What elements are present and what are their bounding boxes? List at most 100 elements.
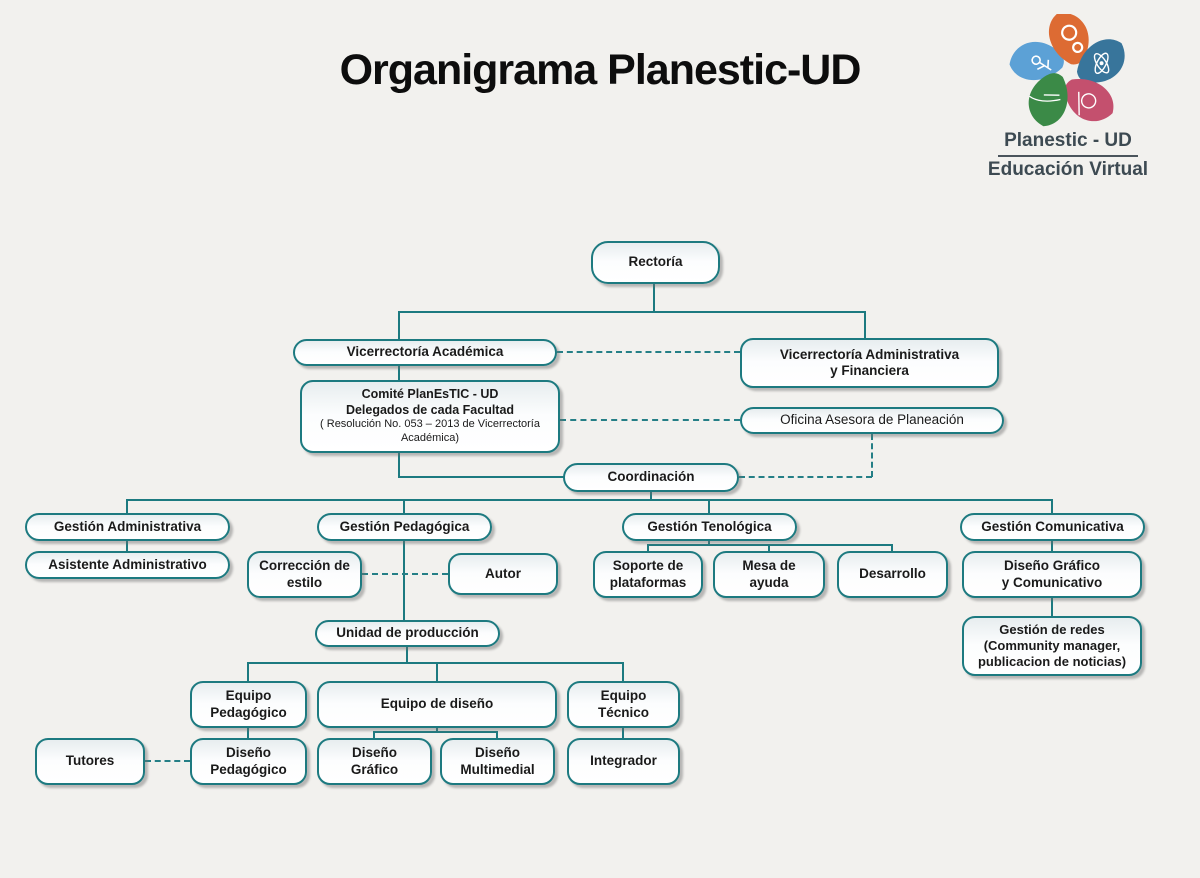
org-node-diseno-pedagogico: Diseño Pedagógico (190, 738, 307, 785)
dashed-coordinacion-oficina (739, 476, 872, 478)
org-node-gestion-comunicativa: Gestión Comunicativa (960, 513, 1145, 541)
node-label: Equipo Pedagógico (210, 688, 287, 720)
org-node-diseno-multimedial: Diseño Multimedial (440, 738, 555, 785)
dashed-comite-oficina (560, 419, 740, 421)
node-label: Vicerrectoría Administrativa y Financier… (779, 346, 960, 378)
node-label: Rectoría (628, 254, 683, 270)
org-node-gestion-redes: Gestión de redes (Community manager, pub… (962, 616, 1142, 676)
connector-drop-viceadmin (864, 311, 866, 339)
org-node-equipo-pedagogico: Equipo Pedagógico (190, 681, 307, 728)
org-node-diseno-grafico: Diseño Gráfico (317, 738, 432, 785)
org-node-desarrollo: Desarrollo (837, 551, 948, 598)
node-label: Soporte de plataformas (609, 558, 687, 590)
connector-drop-soporte (647, 544, 649, 552)
connector-eqdiseno-stem (436, 727, 438, 733)
logo-petal-gears (1049, 14, 1089, 65)
org-node-vicerrectoria-administrativa: Vicerrectoría Administrativa y Financier… (740, 338, 999, 388)
org-node-comite-planestic: Comité PlanEsTIC - UD Delegados de cada … (300, 380, 560, 453)
connector-drop-eqdiseno (436, 662, 438, 682)
connector-academica-comite (398, 365, 400, 381)
logo-petal-usb (1009, 41, 1064, 81)
connector-coordinacion-stem (650, 491, 652, 501)
org-node-equipo-diseno: Equipo de diseño (317, 681, 557, 728)
logo-petal-science (1028, 73, 1068, 127)
node-label: Autor (485, 565, 521, 581)
planestic-logo: Planestic - UD Educación Virtual (980, 14, 1156, 181)
connector-rectoria-span (398, 311, 866, 313)
connector-drop-gtenologica (708, 499, 710, 514)
connector-dgrafico-redes (1051, 597, 1053, 617)
page-title: Organigrama Planestic-UD (339, 46, 862, 94)
org-node-gestion-administrativa: Gestión Administrativa (25, 513, 230, 541)
org-node-gestion-tenologica: Gestión Tenológica (622, 513, 797, 541)
comite-subtitle: ( Resolución No. 053 – 2013 de Vicerrect… (320, 418, 540, 445)
connector-rectoria-stem (653, 283, 655, 312)
connector-equipos-span (247, 662, 624, 664)
logo-petal-atom (1076, 39, 1125, 83)
node-label: Corrección de estilo (259, 558, 350, 590)
connector-drop-gadministrativa (126, 499, 128, 514)
dashed-oficina-down (871, 434, 873, 477)
org-node-integrador: Integrador (567, 738, 680, 785)
node-label: Gestión Tenológica (647, 518, 772, 534)
connector-drop-gcomunicativa (1051, 499, 1053, 514)
connector-eqtec-integrador (622, 727, 624, 739)
node-label: Diseño Pedagógico (210, 745, 287, 777)
connector-drop-dgrafico (373, 731, 375, 739)
org-node-correccion-estilo: Corrección de estilo (247, 551, 362, 598)
node-label: Vicerrectoría Académica (346, 344, 504, 360)
logo-pinwheel-icon (1009, 14, 1125, 127)
logo-text-line2: Educación Virtual (987, 159, 1149, 180)
node-label-group: Comité PlanEsTIC - UD Delegados de cada … (320, 387, 540, 446)
node-label: Gestión Pedagógica (339, 518, 470, 534)
org-node-rectoria: Rectoría (591, 241, 720, 284)
connector-drop-eqtecnico (622, 662, 624, 682)
org-node-tutores: Tutores (35, 738, 145, 785)
node-label: Gestión Administrativa (53, 518, 202, 534)
connector-disenos-span (373, 731, 498, 733)
connector-drop-desarrollo (891, 544, 893, 552)
org-node-coordinacion: Coordinación (563, 463, 739, 492)
node-label: Unidad de producción (336, 625, 479, 641)
org-node-soporte-plataformas: Soporte de plataformas (593, 551, 703, 598)
dashed-academica-viceadmin (557, 351, 740, 353)
logo-text-line1: Planestic - UD (998, 130, 1138, 157)
node-label: Desarrollo (859, 566, 926, 582)
node-label: Integrador (590, 753, 657, 769)
dashed-correccion-autor (362, 573, 448, 575)
connector-gcom-dgrafico (1051, 540, 1053, 552)
org-node-autor: Autor (448, 553, 558, 595)
node-label: Diseño Multimedial (460, 745, 535, 777)
org-node-diseno-grafico-comunicativo: Diseño Gráfico y Comunicativo (962, 551, 1142, 598)
connector-drop-mesa (768, 544, 770, 552)
org-node-equipo-tecnico: Equipo Técnico (567, 681, 680, 728)
node-label: Gestión de redes (Community manager, pub… (977, 622, 1127, 669)
org-node-oficina-asesora: Oficina Asesora de Planeación (740, 407, 1004, 434)
connector-gped-unidad (403, 540, 405, 621)
connector-gestiones-span (126, 499, 1053, 501)
node-label: Diseño Gráfico (350, 745, 399, 777)
connector-drop-academica (398, 311, 400, 340)
connector-gadmin-asistente (126, 540, 128, 552)
org-node-vicerrectoria-academica: Vicerrectoría Académica (293, 339, 557, 366)
logo-petal-art (1064, 79, 1114, 122)
org-node-gestion-pedagogica: Gestión Pedagógica (317, 513, 492, 541)
connector-drop-gpedagogica (403, 499, 405, 514)
org-node-mesa-ayuda: Mesa de ayuda (713, 551, 825, 598)
node-label: Diseño Gráfico y Comunicativo (1001, 558, 1103, 590)
comite-title: Comité PlanEsTIC - UD Delegados de cada … (345, 387, 515, 417)
dashed-tutores-dpedagogico (145, 760, 190, 762)
node-label: Tutores (65, 753, 115, 769)
node-label: Mesa de ayuda (742, 558, 796, 590)
node-label: Coordinación (607, 469, 695, 485)
node-label: Gestión Comunicativa (981, 518, 1124, 534)
node-label: Equipo Técnico (597, 688, 649, 720)
connector-gten-stem (708, 540, 710, 546)
connector-drop-eqpedagogico (247, 662, 249, 682)
node-label: Equipo de diseño (380, 696, 494, 712)
connector-drop-dmultimedial (496, 731, 498, 739)
node-label: Asistente Administrativo (48, 556, 207, 572)
connector-unidad-stem (406, 646, 408, 664)
connector-to-coordinacion (398, 476, 565, 478)
